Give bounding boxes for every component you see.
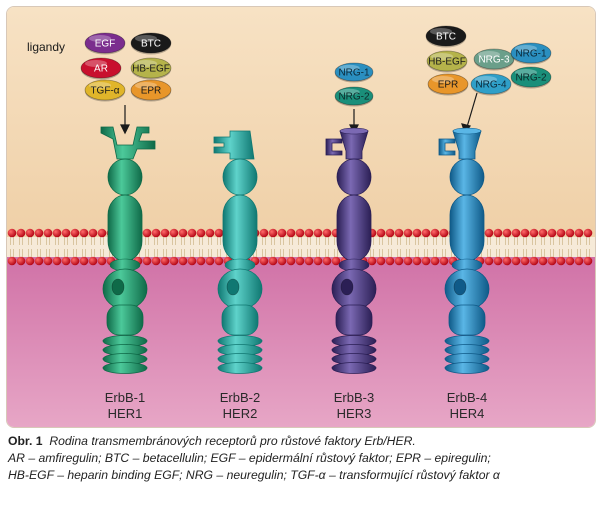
- ligand-label: NRG-2: [338, 92, 370, 103]
- intracellular-region: [7, 247, 595, 427]
- cell-membrane: [7, 228, 595, 266]
- receptor-name: ErbB-3: [334, 390, 374, 405]
- ligand-group-left: EGF BTC AR HB-EGF TGF-α EPR: [80, 32, 172, 102]
- caption-title: Obr. 1 Rodina transmembránových receptor…: [8, 433, 596, 450]
- receptor-erbb3: [325, 127, 377, 374]
- ligand-nrg-2: NRG-2: [334, 86, 374, 107]
- caption-abbreviations-line-1: AR – amfiregulin; BTC – betacellulin; EG…: [8, 451, 491, 465]
- receptor-alias: HER2: [223, 406, 258, 421]
- receptor-erbb2: [213, 130, 263, 374]
- ligand-label: NRG-2: [515, 73, 547, 84]
- ligand-nrg-1: NRG-1: [334, 62, 374, 83]
- ligand-egf: EGF: [84, 32, 126, 55]
- arrowhead-erbb1: [120, 124, 130, 135]
- ligand-label: EGF: [95, 39, 116, 50]
- ligand-epr: EPR: [130, 79, 172, 102]
- receptor-alias: HER1: [108, 406, 143, 421]
- receptor-name: ErbB-4: [447, 390, 487, 405]
- ligand-label: HB-EGF: [132, 64, 170, 75]
- caption-title-text: Rodina transmembránových receptorů pro r…: [49, 434, 416, 448]
- ligand-label: NRG-4: [475, 80, 507, 91]
- arrow-erbb4: [466, 92, 478, 128]
- receptor-erbb1: [100, 126, 156, 374]
- ligand-label: EPR: [141, 86, 162, 97]
- ligand-label: NRG-3: [478, 55, 510, 66]
- receptor-alias: HER4: [450, 406, 485, 421]
- ligand-btc: BTC: [130, 32, 172, 55]
- ligand-nrg-1: NRG-1: [510, 42, 552, 65]
- receptors: [100, 126, 490, 374]
- ligand-btc: BTC: [425, 25, 467, 48]
- ligand-label: BTC: [141, 39, 161, 50]
- ligand-epr: EPR: [427, 73, 469, 96]
- ligand-label: NRG-1: [515, 49, 547, 60]
- caption-abbreviations-line-2: HB-EGF – heparin binding EGF; NRG – neur…: [8, 468, 500, 482]
- ligand-label: EPR: [438, 80, 459, 91]
- ligand-label: BTC: [436, 32, 456, 43]
- ligands-label: ligandy: [27, 40, 65, 54]
- figure-caption: Obr. 1 Rodina transmembránových receptor…: [8, 433, 596, 484]
- caption-figure-number: Obr. 1: [8, 434, 43, 448]
- receptor-name: ErbB-1: [105, 390, 145, 405]
- ligand-label: AR: [94, 64, 108, 75]
- receptor-name: ErbB-2: [220, 390, 260, 405]
- ligand-label: TGF-α: [90, 86, 119, 97]
- receptor-erbb4: [438, 127, 490, 374]
- ligand-hb-egf: HB-EGF: [130, 57, 172, 80]
- ligand-tgf-: TGF-α: [84, 79, 126, 102]
- ligand-label: NRG-1: [338, 68, 370, 79]
- ligand-ar: AR: [80, 57, 122, 80]
- ligand-nrg-4: NRG-4: [470, 73, 512, 96]
- ligand-nrg-2: NRG-2: [510, 66, 552, 89]
- ligand-hb-egf: HB-EGF: [426, 50, 468, 73]
- receptor-alias: HER3: [337, 406, 372, 421]
- ligand-label: HB-EGF: [428, 57, 466, 68]
- ligand-nrg-3: NRG-3: [473, 48, 515, 71]
